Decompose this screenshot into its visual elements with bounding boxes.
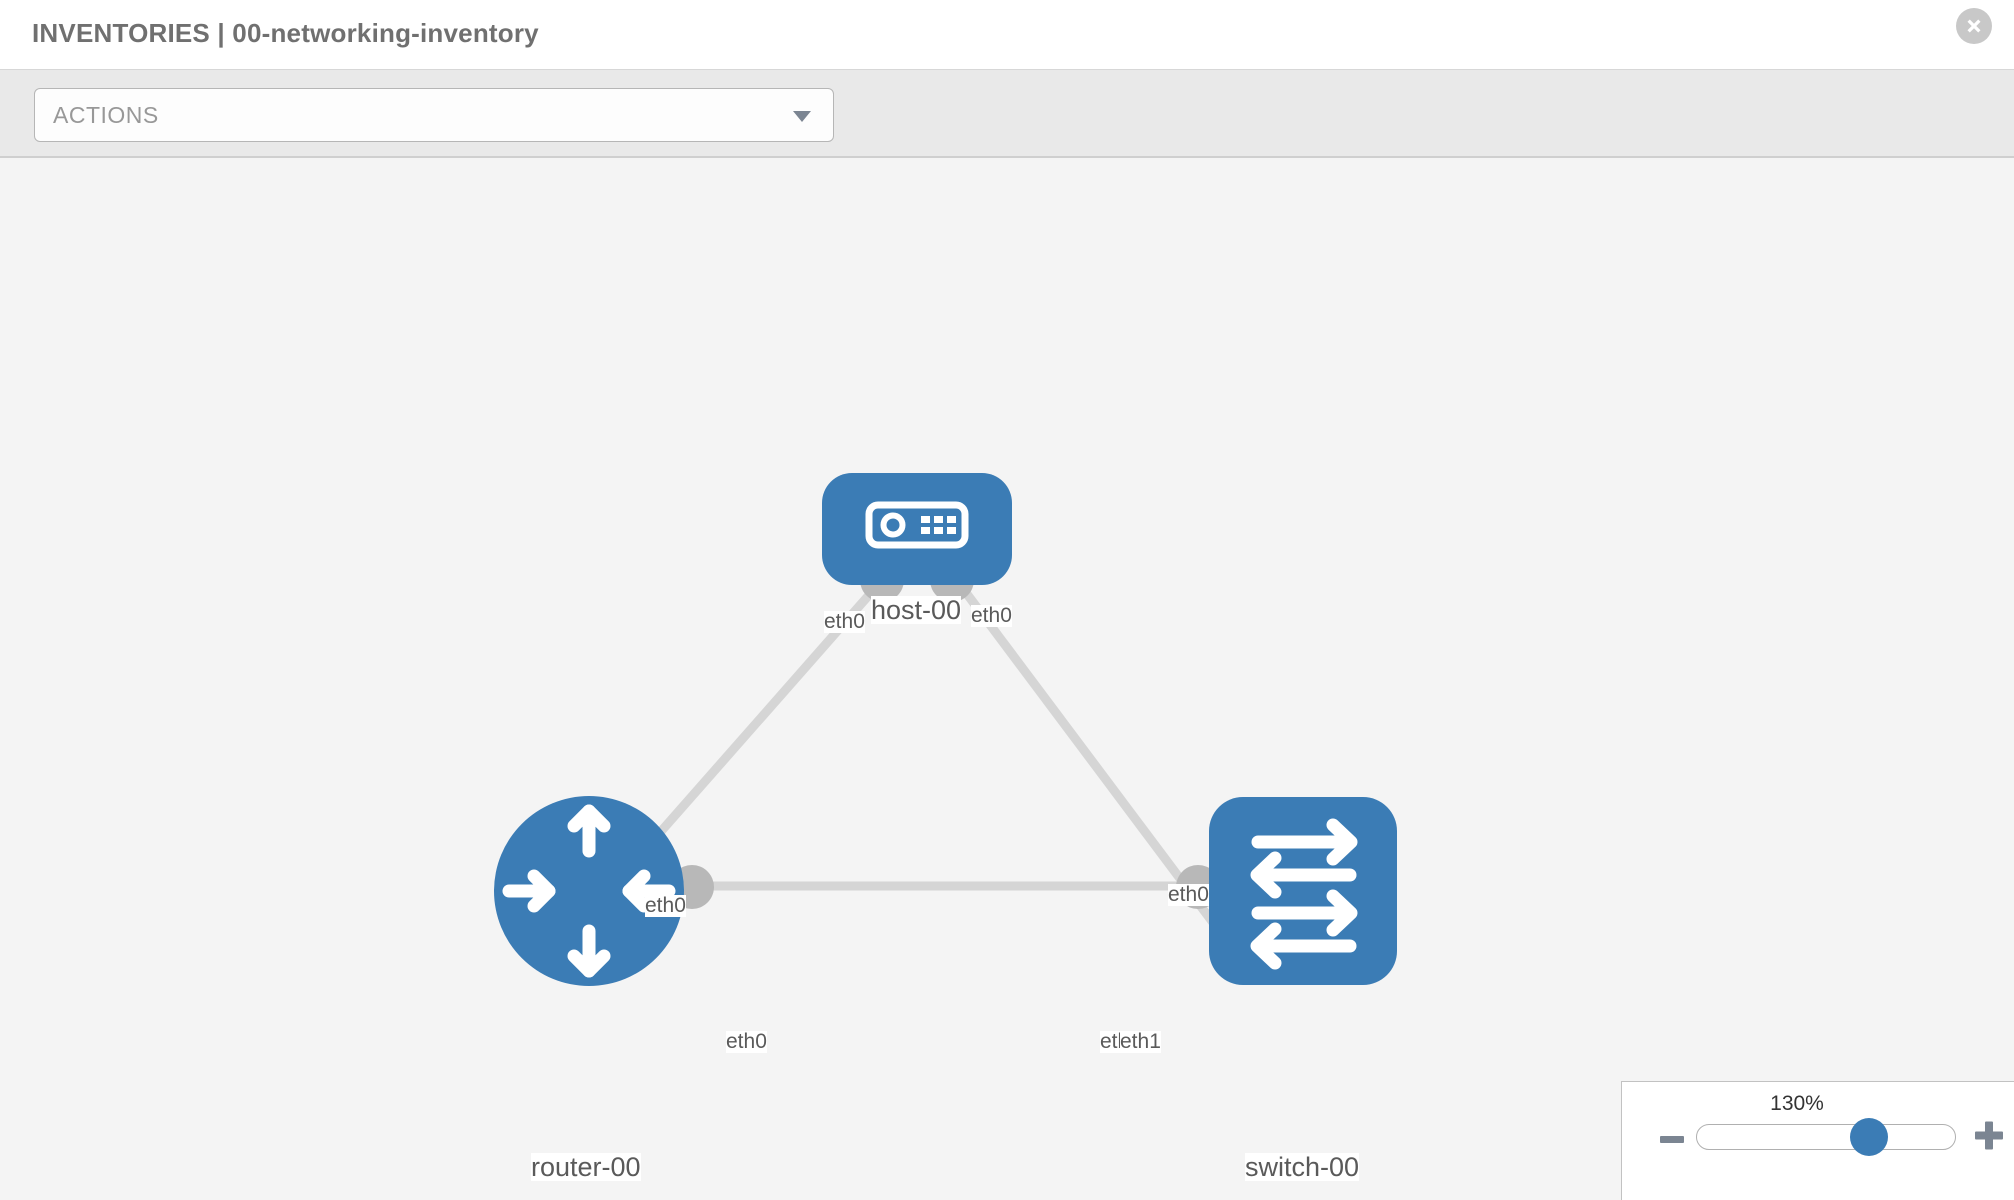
chevron-down-icon xyxy=(793,111,811,122)
edge-label-switch-uplink-eth0: eth0 xyxy=(1168,883,1209,907)
zoom-slider-track[interactable] xyxy=(1696,1124,1956,1150)
page-header: INVENTORIES | 00-networking-inventory xyxy=(0,0,2014,70)
topology-canvas[interactable]: host-00 router-00 switch-00 eth0 eth0 et… xyxy=(0,158,2014,1200)
edge-label-router-eth0: eth0 xyxy=(726,1030,767,1054)
router-arrows-icon xyxy=(502,804,676,978)
zoom-control-panel: 130% xyxy=(1621,1081,2014,1200)
node-label-host-00[interactable]: host-00 xyxy=(871,595,962,625)
topology-graph xyxy=(494,473,1397,986)
zoom-slider-thumb[interactable] xyxy=(1850,1118,1888,1156)
zoom-out-button[interactable] xyxy=(1658,1126,1686,1159)
node-label-router-00[interactable]: router-00 xyxy=(531,1152,641,1182)
server-icon xyxy=(865,501,969,549)
edge-label-router-uplink-eth0: eth0 xyxy=(645,894,686,918)
topology-connectors xyxy=(670,558,1257,968)
edge-label-host-eth0-right: eth0 xyxy=(971,604,1012,628)
page-title: INVENTORIES | 00-networking-inventory xyxy=(32,18,539,48)
toolbar: ACTIONS SEARCH xyxy=(0,70,2014,212)
node-label-switch-00[interactable]: switch-00 xyxy=(1245,1152,1360,1182)
node-router-00 xyxy=(494,796,684,986)
node-host-00 xyxy=(822,473,1012,585)
switch-arrows-icon xyxy=(1250,818,1358,970)
edge-label-switch-eth1: eth1 xyxy=(1120,1030,1161,1054)
close-icon[interactable] xyxy=(1956,8,1992,44)
node-switch-00 xyxy=(1209,797,1397,985)
actions-dropdown[interactable]: ACTIONS xyxy=(34,88,834,142)
edge-label-host-eth0-left: eth0 xyxy=(824,610,865,634)
zoom-percent-label: 130% xyxy=(1770,1092,1824,1115)
actions-dropdown-label: ACTIONS xyxy=(53,102,159,128)
zoom-in-button[interactable] xyxy=(1972,1118,2006,1157)
